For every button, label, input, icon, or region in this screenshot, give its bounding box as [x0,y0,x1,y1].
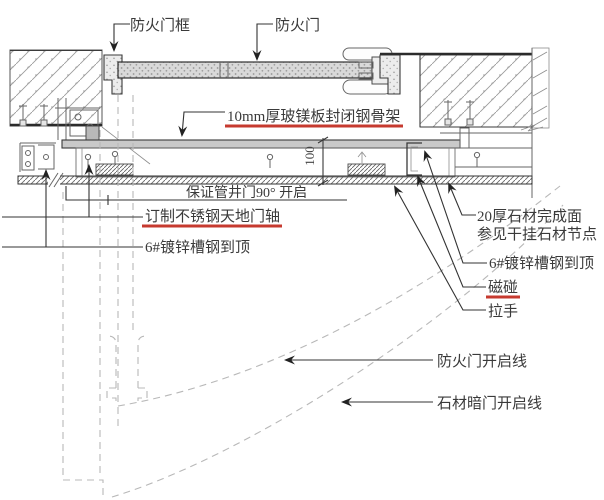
left-wall-section [9,49,103,127]
dimension-100: 100 [302,136,329,187]
open-door-projection [62,95,148,500]
right-hanger-bracket [440,127,532,168]
magnet-block [347,163,386,176]
left-channel-bracket [19,142,56,172]
fire-door-swing-arc [117,185,561,407]
label-stone-finish-2: 参见干挂石材节点 [477,226,597,243]
right-finish-strip [531,47,550,198]
label-fire-door-frame: 防火门框 [130,17,190,34]
stone-door-swing-arc [111,204,564,498]
fire-door-panel [117,61,373,79]
stone-band-break [48,172,64,188]
underline-magnet [486,295,520,299]
stone-finish-band [17,175,533,185]
label-mgo-board: 10mm厚玻镁板封闭钢骨架 [227,107,400,125]
underline-mgo-board [225,124,403,128]
up-arrow-symbol [357,151,367,163]
right-wall-section [380,52,544,132]
right-end-channel [406,142,422,176]
mgo-board-band [61,139,461,149]
underline-pivot [142,224,282,228]
label-channel-left: 6#镀锌槽钢到顶 [145,239,250,256]
anchor-bolts-left [19,104,48,127]
floor-pivot-ghost [106,335,148,406]
label-handle: 拉手 [488,303,518,320]
door-swing-arcs [111,185,564,498]
floor-guide-block [95,163,134,176]
dimension-100-value: 100 [302,146,317,166]
leader-lines [2,23,487,407]
label-fire-door: 防火门 [275,17,320,34]
label-magnet: 磁碰 [488,279,518,296]
label-shaft-note: 保证管井门90° 开启 [186,185,307,201]
label-channel-right: 6#镀锌槽钢到顶 [489,255,594,272]
label-stone-finish-1: 20厚石材完成面 [477,208,582,225]
anchor-bolts-right [444,100,474,126]
stone-door-assembly [17,127,533,188]
label-fire-door-swing: 防火门开启线 [437,353,527,370]
label-pivot: 订制不锈钢天地门轴 [145,208,280,225]
label-stone-door-swing: 石材暗门开启线 [437,395,542,412]
